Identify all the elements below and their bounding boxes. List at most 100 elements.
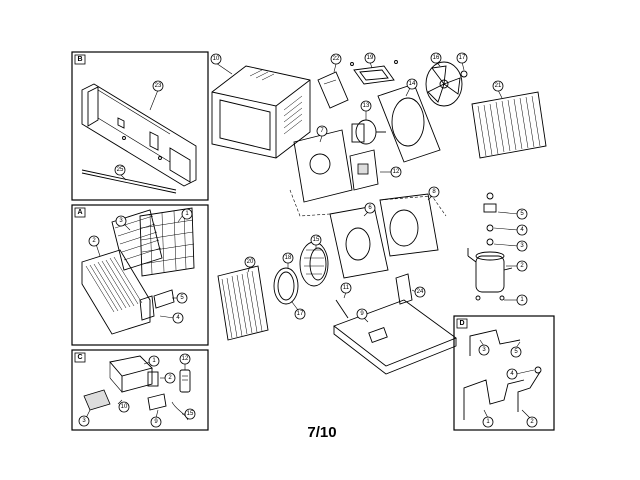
callout-d3: 3 bbox=[478, 339, 490, 356]
svg-text:4: 4 bbox=[176, 315, 180, 321]
panel-b-tag: B bbox=[74, 54, 86, 65]
callout-a1: 1 bbox=[177, 208, 193, 223]
svg-text:1: 1 bbox=[185, 211, 189, 217]
svg-text:9: 9 bbox=[154, 419, 158, 425]
callout-6: 6 bbox=[363, 202, 376, 217]
control-box bbox=[109, 355, 153, 393]
panel-a: A bbox=[71, 204, 209, 346]
svg-text:1: 1 bbox=[152, 358, 156, 364]
base-pan: 9 bbox=[333, 299, 457, 375]
axial-fan: 16 bbox=[425, 52, 463, 107]
callout-a2: 2 bbox=[88, 235, 101, 257]
svg-text:14: 14 bbox=[409, 81, 416, 87]
callout-18: 18 bbox=[282, 252, 294, 268]
callout-17-lower: 17 bbox=[291, 301, 306, 320]
fan-motor: 13 bbox=[351, 100, 386, 145]
louver-blade bbox=[139, 295, 155, 321]
callout-comp1: 1 bbox=[504, 294, 528, 306]
callout-8: 8 bbox=[427, 186, 440, 201]
inlet-grille bbox=[139, 207, 195, 277]
svg-text:8: 8 bbox=[432, 189, 436, 195]
callout-17: 17 bbox=[456, 52, 468, 71]
callout-c12: 12 bbox=[179, 353, 191, 370]
callout-11: 11 bbox=[340, 282, 352, 299]
callout-c9: 9 bbox=[150, 409, 162, 428]
support-rail bbox=[81, 169, 177, 194]
svg-text:12: 12 bbox=[393, 169, 400, 175]
callout-12: 12 bbox=[380, 166, 402, 178]
front-grille-frame bbox=[81, 83, 197, 187]
panel-d: D 3 5 4 1 2 bbox=[453, 315, 555, 431]
capacitor bbox=[147, 371, 159, 387]
callout-23: 23 bbox=[149, 80, 164, 111]
callout-d2: 2 bbox=[521, 409, 538, 428]
condenser-coil: 21 bbox=[471, 80, 547, 159]
pcb bbox=[83, 389, 111, 411]
remote-control bbox=[179, 369, 191, 393]
mounting-bracket: 19 bbox=[350, 52, 398, 85]
overload-protector bbox=[483, 203, 497, 213]
front-panel bbox=[81, 249, 151, 335]
callout-20: 20 bbox=[244, 256, 256, 273]
callout-c10: 10 bbox=[117, 399, 130, 413]
owners-manual: 22 bbox=[317, 53, 349, 109]
svg-text:C: C bbox=[77, 354, 82, 361]
callout-15: 15 bbox=[310, 234, 322, 248]
fan-nut: 17 bbox=[456, 52, 468, 78]
callout-21: 21 bbox=[492, 80, 504, 99]
callout-a3: 3 bbox=[115, 215, 131, 231]
svg-text:21: 21 bbox=[495, 83, 502, 89]
control-bracket: 12 bbox=[349, 149, 402, 191]
callout-c1: 1 bbox=[143, 355, 160, 367]
svg-text:17: 17 bbox=[297, 311, 304, 317]
svg-text:4: 4 bbox=[510, 371, 514, 377]
compressor-group: 5 4 3 2 1 bbox=[467, 192, 528, 306]
clamp: 17 bbox=[291, 301, 306, 320]
svg-text:5: 5 bbox=[514, 349, 518, 355]
svg-text:2: 2 bbox=[520, 263, 524, 269]
callout-10: 10 bbox=[210, 53, 233, 75]
orifice-ring: 18 bbox=[273, 252, 299, 305]
cabinet: 10 bbox=[210, 53, 311, 159]
svg-text:7: 7 bbox=[320, 128, 324, 134]
callout-comp3: 3 bbox=[493, 240, 528, 252]
svg-text:10: 10 bbox=[121, 404, 128, 410]
panel-c-tag: C bbox=[74, 352, 86, 363]
svg-text:23: 23 bbox=[155, 83, 162, 89]
panel-c: C 1 12 2 bbox=[71, 349, 209, 431]
drain-tube: 11 bbox=[335, 282, 352, 319]
svg-text:10: 10 bbox=[213, 56, 220, 62]
seal-strip: 24 bbox=[395, 273, 426, 305]
svg-text:15: 15 bbox=[187, 411, 194, 417]
blower-housing: 6 bbox=[329, 202, 389, 279]
svg-text:D: D bbox=[459, 320, 464, 327]
display-board bbox=[147, 393, 167, 411]
svg-text:11: 11 bbox=[343, 285, 350, 291]
svg-text:18: 18 bbox=[285, 255, 292, 261]
svg-text:4: 4 bbox=[520, 227, 524, 233]
svg-text:13: 13 bbox=[363, 103, 370, 109]
svg-text:19: 19 bbox=[367, 55, 374, 61]
callout-25: 25 bbox=[114, 164, 127, 181]
svg-text:1: 1 bbox=[520, 297, 524, 303]
svg-text:1: 1 bbox=[486, 419, 490, 425]
callout-d1: 1 bbox=[482, 409, 494, 428]
callout-comp4: 4 bbox=[493, 224, 528, 236]
compressor bbox=[467, 248, 513, 293]
svg-text:2: 2 bbox=[92, 238, 96, 244]
svg-text:5: 5 bbox=[520, 211, 524, 217]
callout-d5: 5 bbox=[510, 341, 522, 358]
louver-part bbox=[153, 289, 175, 309]
refrigerant-tubing bbox=[463, 329, 542, 420]
panel-b: B 23 25 bbox=[71, 51, 209, 201]
callout-13: 13 bbox=[360, 100, 372, 120]
callout-a4: 4 bbox=[159, 312, 184, 324]
callout-comp2: 2 bbox=[506, 260, 528, 272]
shroud: 14 bbox=[377, 78, 441, 163]
svg-text:16: 16 bbox=[433, 55, 440, 61]
callout-16: 16 bbox=[430, 52, 442, 67]
panel-a-tag: A bbox=[74, 207, 86, 218]
svg-text:B: B bbox=[77, 56, 82, 63]
callout-24: 24 bbox=[411, 286, 426, 298]
